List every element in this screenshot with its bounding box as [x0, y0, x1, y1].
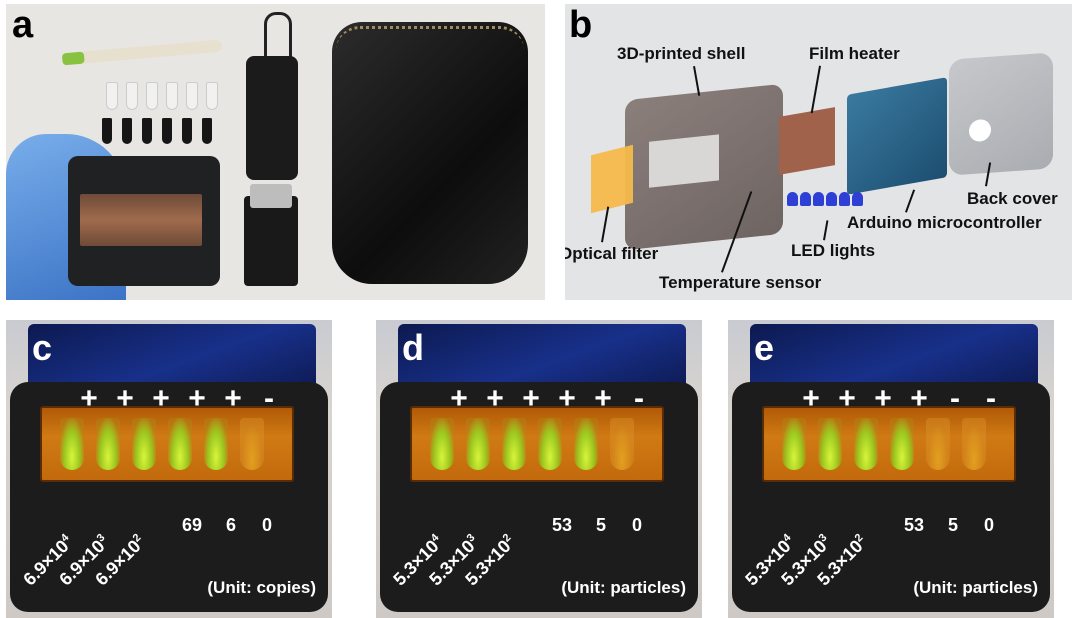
sign-label: +	[188, 382, 206, 415]
label-temp-sensor: Temperature sensor	[659, 273, 822, 292]
tube-fluorescence	[782, 418, 806, 470]
panel-e-letter: e	[754, 327, 775, 368]
phone-lens-clip-image	[244, 184, 298, 286]
leader-line	[905, 189, 915, 213]
sign-label: +	[116, 382, 134, 415]
portable-device-image	[68, 156, 220, 286]
panel-b-diagram: b 3D-printed shell Film heater Back cove…	[565, 4, 1072, 300]
tube-fluorescence	[96, 418, 120, 470]
value-label: 69	[182, 515, 203, 535]
unit-label: (Unit: particles)	[913, 578, 1038, 597]
tube-fluorescence	[168, 418, 192, 470]
tube-fluorescence	[890, 418, 914, 470]
label-heater: Film heater	[809, 44, 900, 63]
cable-image	[264, 12, 292, 59]
sign-label: +	[910, 382, 928, 415]
label-filter: Optical filter	[565, 244, 659, 263]
sign-label: -	[950, 382, 960, 415]
unit-label: (Unit: particles)	[561, 578, 686, 597]
orange-filter-window	[410, 406, 664, 482]
value-label: 5	[596, 515, 607, 535]
value-label: 53	[552, 515, 573, 535]
sign-label: -	[264, 382, 274, 415]
label-led: LED lights	[791, 241, 876, 260]
orange-filter-window	[40, 406, 294, 482]
tube-fluorescence	[574, 418, 598, 470]
syringe-image	[71, 39, 223, 65]
label-shell: 3D-printed shell	[617, 44, 746, 63]
leader-line	[601, 206, 609, 243]
sign-label: +	[152, 382, 170, 415]
panel-d-letter: d	[402, 327, 424, 368]
tube-fluorescence	[204, 418, 228, 470]
leader-line	[693, 66, 701, 96]
tube-fluorescence	[818, 418, 842, 470]
sign-label: +	[522, 382, 540, 415]
unit-label: (Unit: copies)	[207, 578, 316, 597]
tube-fluorescence	[466, 418, 490, 470]
tube-fluorescence	[926, 418, 950, 470]
sign-label: +	[594, 382, 612, 415]
sign-label: -	[634, 382, 644, 415]
value-label: 0	[262, 515, 273, 535]
sign-label: +	[450, 382, 468, 415]
tube-fluorescence	[610, 418, 634, 470]
tube-fluorescence	[538, 418, 562, 470]
sign-label: +	[558, 382, 576, 415]
back-cover-part	[949, 52, 1053, 176]
leader-line	[823, 220, 828, 241]
carrying-pouch-image	[332, 22, 528, 284]
value-label: 0	[632, 515, 643, 535]
led-lights-part	[787, 192, 867, 210]
sign-label: +	[486, 382, 504, 415]
value-label: 6	[226, 515, 237, 535]
power-bank-image	[246, 56, 298, 180]
tube-fluorescence	[430, 418, 454, 470]
arduino-board-part	[847, 77, 947, 195]
tube-fluorescence	[132, 418, 156, 470]
optical-filter-part	[591, 144, 633, 214]
sign-label: -	[986, 382, 996, 415]
leader-line	[811, 65, 821, 114]
tube-fluorescence	[962, 418, 986, 470]
sign-label: +	[838, 382, 856, 415]
orange-filter-window	[762, 406, 1016, 482]
tube-fluorescence	[60, 418, 84, 470]
value-label: 5	[948, 515, 959, 535]
pcr-tubes-image	[102, 82, 220, 152]
sign-label: +	[874, 382, 892, 415]
film-heater-part	[779, 107, 835, 175]
panel-c-letter: c	[32, 327, 53, 368]
tube-fluorescence	[502, 418, 526, 470]
tube-fluorescence	[240, 418, 264, 470]
panel-a-photo: a	[6, 4, 545, 300]
panel-a-letter: a	[12, 4, 34, 46]
sign-label: +	[80, 382, 98, 415]
label-back-cover: Back cover	[967, 189, 1058, 208]
shell-part	[625, 83, 783, 251]
sign-label: +	[802, 382, 820, 415]
sign-label: +	[224, 382, 242, 415]
value-label: 0	[984, 515, 995, 535]
tube-fluorescence	[854, 418, 878, 470]
value-label: 53	[904, 515, 925, 535]
panel-b-letter: b	[569, 4, 593, 46]
label-arduino: Arduino microcontroller	[847, 213, 1042, 232]
